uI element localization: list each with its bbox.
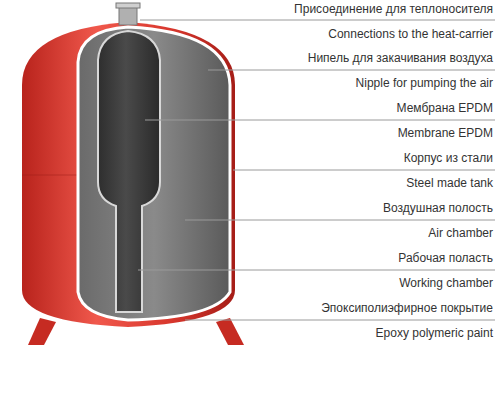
leader-line — [138, 270, 495, 271]
part-label: Присоединение для теплоносителя — [294, 2, 493, 16]
tank-foot — [216, 318, 244, 345]
part-label: Nipple for pumping the air — [356, 76, 493, 90]
leader-line — [233, 170, 495, 171]
tank-body — [22, 22, 235, 327]
part-label: Steel made tank — [406, 176, 493, 190]
part-label: Membrane EPDM — [398, 126, 493, 140]
part-label: Корпус из стали — [404, 151, 493, 165]
part-label: Нипель для закачивания воздуха — [308, 51, 493, 65]
leader-line — [208, 70, 495, 71]
tank-foot — [28, 318, 56, 345]
connection-fitting — [116, 3, 140, 8]
leader-line — [140, 20, 495, 21]
part-label: Эпоксиполиэфирное покрытие — [321, 301, 493, 315]
part-label: Working chamber — [399, 276, 493, 290]
leader-line — [185, 320, 495, 321]
part-label: Epoxy polymeric paint — [376, 326, 493, 340]
air-chamber-cutaway — [78, 27, 230, 320]
leader-line — [145, 120, 495, 121]
part-label: Connections to the heat-carrier — [328, 27, 493, 41]
part-label: Мембрана EPDM — [397, 101, 493, 115]
part-label: Воздушная полость — [383, 201, 493, 215]
leader-line — [185, 220, 495, 221]
part-label: Air chamber — [428, 226, 493, 240]
part-label: Рабочая поласть — [398, 251, 493, 265]
